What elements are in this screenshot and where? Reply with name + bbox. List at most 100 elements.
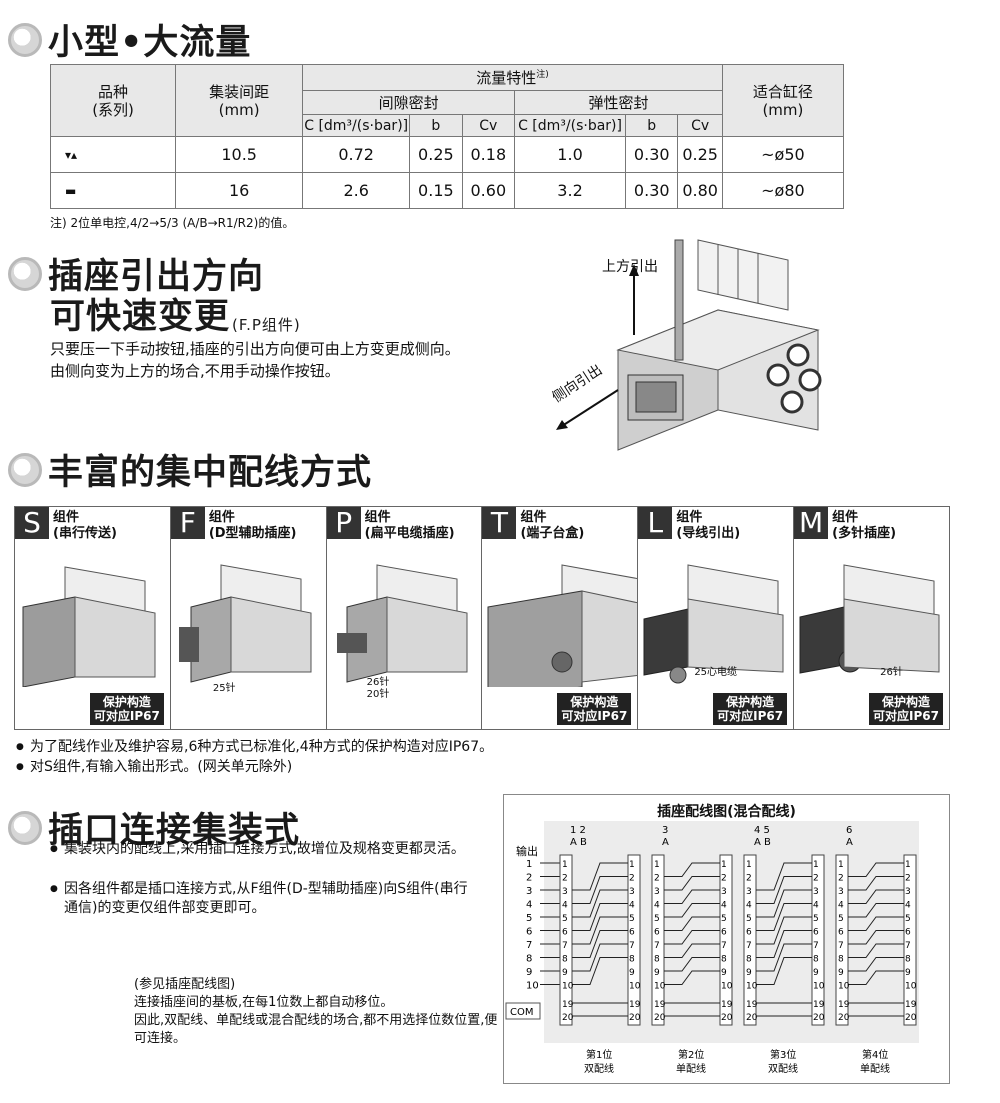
wire-trace [756,862,812,891]
pin-number-left: 5 [746,914,752,924]
plugin-bullet-1: 集装块内的配线上,采用插口连接方式,故增位及规格变更都灵活。 [50,840,480,859]
pin-number-left: 7 [562,941,568,951]
section-bullet-icon [8,256,42,291]
component-p: P 组件(扁平电缆插座) 26针 20针 [326,507,483,729]
pin-number-left: 20 [838,1013,850,1023]
component-letter: M [794,507,829,539]
plugin-bullet-2: 因各组件都是插口连接方式,从F组件(D-型辅助插座)向S组件(串行通信)的变更仅… [50,880,480,918]
pin-number-left: 3 [746,887,752,897]
pin-number-right: 10 [905,982,917,992]
pin-number-left: 1 [562,860,568,870]
wire-trace [572,903,628,931]
wiring-bullet-1: 为了配线作业及维护容易,6种方式已标准化,4种方式的保护构造对应IP67。 [16,738,493,757]
section-title-text: 插座引出方向 [48,257,265,297]
cell-c1: 2.6 [302,172,411,209]
pin-number-right: 9 [721,968,727,978]
manifold-illustration: 上方引出 侧向引出 [548,230,848,470]
pin-number-left: 1 [838,860,844,870]
component-caption: 组件(串行传送) [53,510,117,541]
wire-trace [756,916,812,945]
board-right [811,854,825,1026]
section-title-wiring: 丰富的集中配线方式 [8,444,372,495]
wire-trace [664,889,720,904]
pin-number-right: 6 [813,928,819,938]
table-row: ▾▴ 10.5 0.72 0.25 0.18 1.0 0.30 0.25 ~ø5… [49,136,845,173]
pin-number-right: 8 [905,955,911,965]
pin-number-left: 10 [838,982,850,992]
input-number: 9 [526,967,532,978]
pin-number-left: 8 [838,955,844,965]
component-l: L 组件(导线引出) 25心电缆 保护构造 可对应IP67 [638,507,795,729]
pin-number-left: 5 [562,914,568,924]
header-c1: C [dm³/(s·bar)] [302,114,411,137]
wire-trace [572,862,628,891]
pin-number-left: 2 [838,874,844,884]
wire-trace [848,903,904,918]
component-letter: T [482,507,517,539]
pin-number-right: 5 [721,914,727,924]
pin-number-right: 8 [813,955,819,965]
wiring-title: 插座配线图(混合配线) [657,804,796,820]
pin-number-right: 4 [905,901,911,911]
wire-trace [664,957,720,972]
ref-note-3: 因此,双配线、单配线或混合配线的场合,都不用选择位数位置,便可连接。 [134,1013,498,1046]
pin-number-left: 20 [654,1013,666,1023]
pin-number-right: 5 [813,914,819,924]
board-left [835,854,849,1026]
input-number: 7 [526,940,532,951]
cell-c1: 0.72 [302,136,411,173]
pin-number-right: 7 [813,941,819,951]
header-b2: b [625,114,679,137]
component-f-drawing [178,564,312,683]
pin-number-right: 20 [629,1013,641,1023]
cell-b2: 0.30 [625,136,679,173]
wire-trace [848,876,904,891]
wire-trace [756,943,812,972]
pin-number-left: 5 [838,914,844,924]
station-label-box [754,1045,814,1077]
cell-cv1: 0.18 [461,136,516,173]
pin-number-left: 8 [562,955,568,965]
header-pitch: 集装间距 (mm) [175,64,304,137]
component-f: F 组件(D型辅助插座) 25针 [170,507,327,729]
component-letter: S [15,507,49,539]
board-right [719,854,733,1026]
pin-number-left: 6 [654,928,660,938]
component-letter: F [170,507,205,539]
wire-trace [848,970,904,985]
cell-c2: 3.2 [514,172,627,209]
pin-number-right: 19 [905,1000,917,1010]
pin-number-left: 19 [838,1000,850,1010]
header-gap-seal: 间隙密封 [302,90,516,115]
wire-trace [848,957,904,972]
pin-number-right: 2 [721,874,727,884]
pin-number-left: 10 [746,982,758,992]
station-name: 第3位 [770,1048,796,1061]
header-cv2: Cv [677,114,723,137]
wire-trace [572,889,628,918]
station-label-box [662,1045,722,1077]
pin-number-left: 4 [746,901,752,911]
pin-number-right: 7 [905,941,911,951]
component-t: T 组件(端子台盒) 保护构造 可对应IP67 [482,507,639,729]
section-bullet-icon [8,810,42,845]
wire-trace [756,903,812,931]
header-c2: C [dm³/(s·bar)] [514,114,627,137]
pin-number-right: 4 [721,901,727,911]
pin-number-left: 20 [746,1013,758,1023]
pin-number-right: 8 [721,955,727,965]
pin-number-left: 2 [562,874,568,884]
station-name: 第2位 [678,1048,704,1061]
pin-number-right: 5 [629,914,635,924]
board-left [651,854,665,1026]
station-output-numbers: 4 5 [754,825,770,836]
pin-number-left: 6 [562,928,568,938]
header-bore: 适合缸径 (mm) [721,64,845,137]
wire-trace [664,916,720,931]
wire-trace [848,862,904,877]
pin-number-right: 19 [629,1000,641,1010]
section-title-text: 小型•大流量 [48,23,252,63]
pin-number-left: 9 [562,968,568,978]
flow-spec-table: 品种 (系列) 集装间距 (mm) 流量特性注) 适合缸径 (mm) 间隙密封 … [49,64,845,209]
